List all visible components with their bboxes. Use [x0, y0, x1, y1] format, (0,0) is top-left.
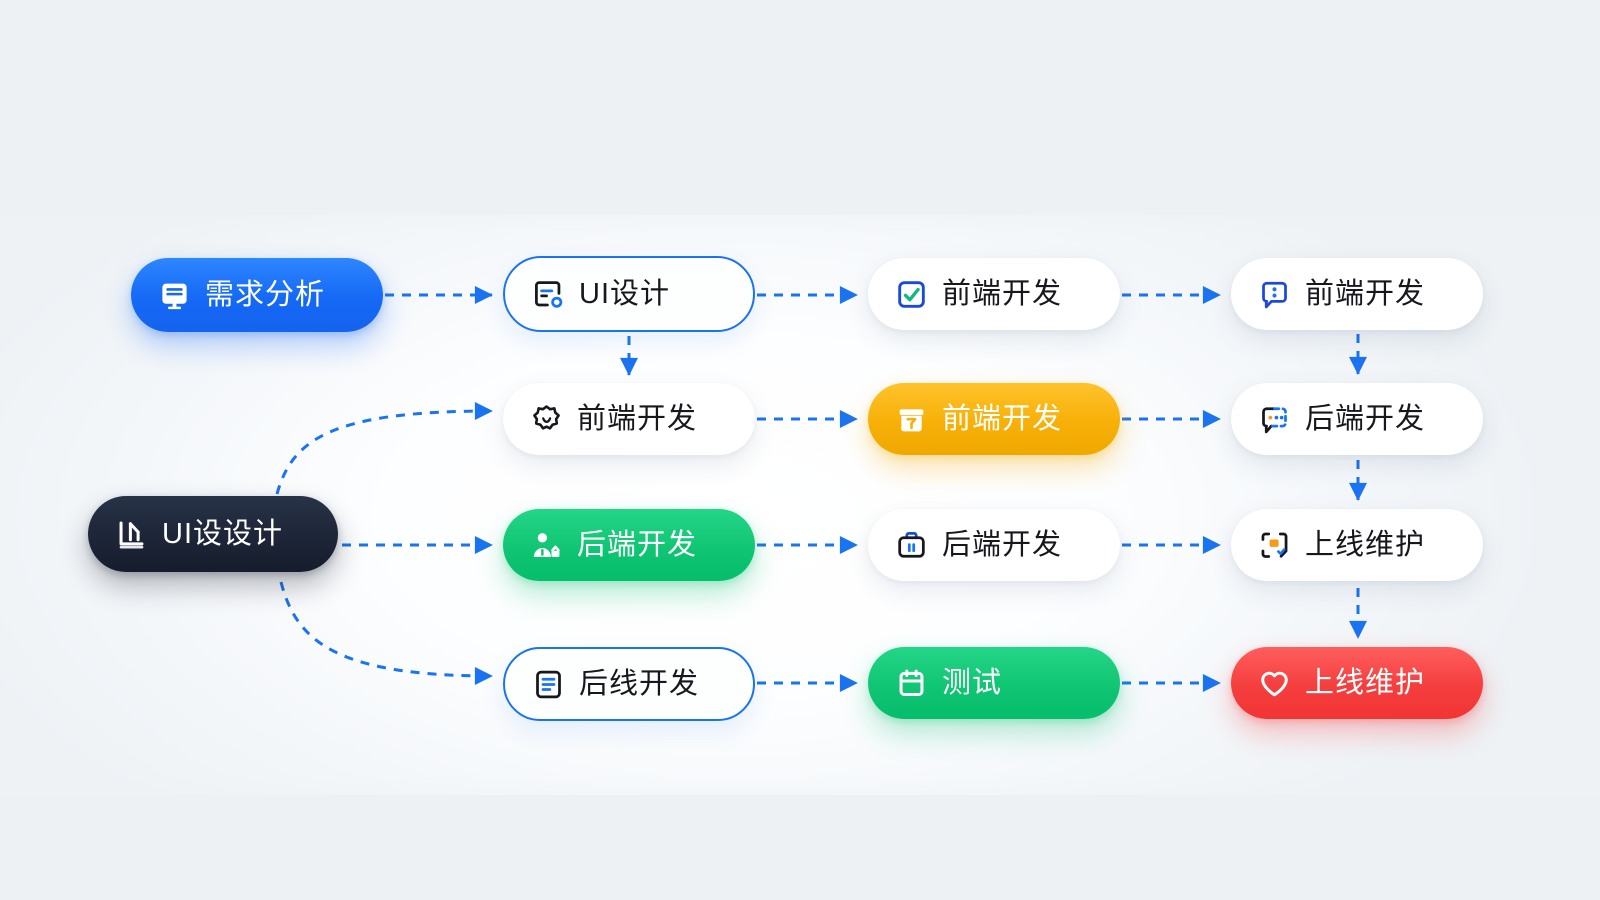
- bar-chart-icon: [114, 517, 148, 551]
- node-label: 上线维护: [1305, 666, 1426, 699]
- node-testing[interactable]: 测试: [868, 647, 1120, 719]
- node-label: 后端开发: [577, 528, 698, 561]
- briefcase-icon: [894, 528, 928, 562]
- edge-n8-n12: [279, 581, 493, 685]
- node-frontend-dev-message[interactable]: 前端开发: [1231, 258, 1483, 330]
- node-label: 后端开发: [942, 528, 1063, 561]
- node-launch-maintain-heart[interactable]: 上线维护: [1231, 647, 1483, 719]
- node-label: 前端开发: [577, 402, 698, 435]
- edge-n8-n5: [275, 402, 493, 495]
- node-label: 前端开发: [1305, 277, 1426, 310]
- user-person-icon: [529, 528, 563, 562]
- document-list-icon: [531, 667, 565, 701]
- node-backline-dev[interactable]: 后线开发: [503, 647, 755, 721]
- node-label: 后端开发: [1305, 402, 1426, 435]
- document-note-icon: [157, 278, 191, 312]
- node-label: 前端开发: [942, 277, 1063, 310]
- node-ui-design[interactable]: UI设计: [503, 256, 755, 332]
- heart-icon: [1257, 666, 1291, 700]
- archive-box-icon: [894, 402, 928, 436]
- node-frontend-dev-check[interactable]: 前端开发: [868, 258, 1120, 330]
- node-ui-design-dark[interactable]: UI设设计: [88, 496, 338, 572]
- node-launch-maintain-bookmark[interactable]: 上线维护: [1231, 509, 1483, 581]
- node-label: 前端开发: [942, 402, 1063, 435]
- checkbox-check-icon: [894, 277, 928, 311]
- node-label: 上线维护: [1305, 528, 1426, 561]
- bookmark-tag-icon: [1257, 528, 1291, 562]
- node-label: 后线开发: [579, 667, 700, 700]
- node-requirement-analysis[interactable]: 需求分析: [131, 258, 383, 332]
- layout-panel-icon: [531, 277, 565, 311]
- node-label: UI设计: [579, 277, 671, 310]
- node-backend-dev-chat[interactable]: 后端开发: [1231, 383, 1483, 455]
- calendar-box-icon: [894, 666, 928, 700]
- node-label: UI设设计: [162, 517, 284, 550]
- node-label: 需求分析: [205, 278, 326, 311]
- gear-cog-icon: [529, 402, 563, 436]
- node-frontend-dev-gear[interactable]: 前端开发: [503, 383, 755, 455]
- message-user-icon: [1257, 277, 1291, 311]
- node-frontend-dev-archive[interactable]: 前端开发: [868, 383, 1120, 455]
- node-backend-dev-briefcase[interactable]: 后端开发: [868, 509, 1120, 581]
- node-label: 测试: [942, 666, 1003, 699]
- chat-dots-icon: [1257, 402, 1291, 436]
- node-backend-dev-user[interactable]: 后端开发: [503, 509, 755, 581]
